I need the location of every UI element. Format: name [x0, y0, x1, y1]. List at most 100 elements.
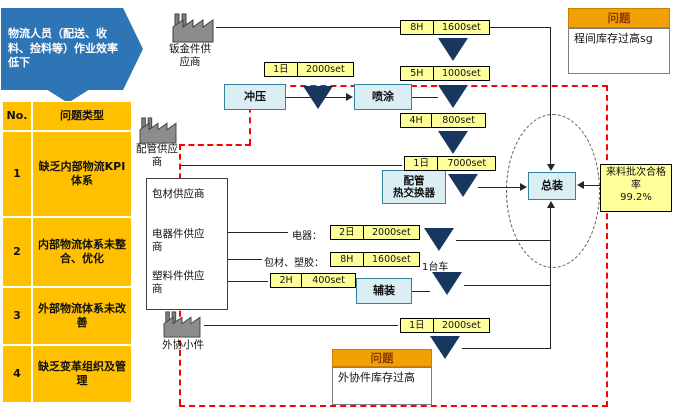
connector-piping-supplier — [180, 165, 402, 166]
inventory-triangle — [303, 86, 333, 109]
connector-painting-inventory — [412, 97, 438, 98]
kanban-box: 2日 2000set — [330, 225, 420, 240]
inventory-triangle — [438, 131, 468, 154]
problem-table: No. 问题类型 1 缺乏内部物流KPI体系 2 内部物流体系未整合、优化 3 … — [2, 101, 132, 403]
table-header-type: 问题类型 — [32, 101, 132, 131]
supplier-outsourced: 外协小件 — [162, 339, 204, 351]
red-boundary-step-h — [179, 144, 251, 146]
final-assembly-ellipse — [506, 114, 600, 268]
connector-bottom-right — [462, 348, 551, 349]
kanban-time: 2H — [271, 274, 303, 287]
row-no: 3 — [2, 287, 32, 345]
quality-note: 来料批次合格率 99.2% — [600, 164, 672, 212]
arrowhead-into-painting — [346, 93, 353, 101]
connector-down-to-assembly — [550, 27, 551, 167]
kanban-box: 1日 2000set — [400, 318, 490, 333]
kanban-qty: 1600set — [371, 254, 411, 265]
connector-to-assembly-left — [478, 187, 524, 188]
quality-title: 来料批次合格率 — [606, 167, 666, 191]
arrowhead-into-assembly-left — [520, 183, 527, 191]
kanban-qty: 400set — [312, 275, 345, 286]
row-no: 2 — [2, 217, 32, 287]
kanban-qty: 800set — [442, 115, 475, 126]
kanban-qty: 2000set — [371, 227, 411, 238]
process-final-assembly: 总装 — [528, 172, 576, 200]
kanban-box: 8H 1600set — [400, 20, 490, 35]
process-heat-exchanger: 配管 热交换器 — [382, 170, 446, 204]
connector-outsourced — [204, 325, 398, 326]
supplier-plastic: 塑料件供应商 — [152, 270, 205, 295]
kanban-box: 2H 400set — [270, 273, 356, 288]
problem-bottom-body: 外协件库存过高 — [332, 367, 432, 405]
connector-up-to-assembly — [550, 202, 551, 348]
inventory-triangle — [424, 228, 454, 251]
supplier-group-box — [146, 178, 228, 310]
table-row: 4 缺乏变革组织及管理 — [2, 345, 132, 403]
red-boundary-bottom — [179, 405, 608, 407]
arrowhead-quality — [577, 181, 584, 189]
inventory-triangle — [432, 272, 462, 295]
kanban-time: 4H — [401, 114, 433, 127]
label-electrical: 电器： — [292, 231, 322, 242]
table-header-row: No. 问题类型 — [2, 101, 132, 131]
table-row: 1 缺乏内部物流KPI体系 — [2, 131, 132, 217]
connector-electrical — [228, 232, 288, 233]
table-row: 3 外部物流体系未改善 — [2, 287, 132, 345]
supplier-piping: 配管供应商 — [136, 143, 178, 168]
problem-top-header: 问题 — [568, 8, 670, 28]
kanban-box: 8H 1600set — [330, 252, 420, 267]
red-boundary-top — [250, 85, 608, 87]
connector-aux-to-cart — [412, 291, 430, 292]
kanban-time: 8H — [401, 21, 434, 34]
row-no: 1 — [2, 131, 32, 217]
kanban-box: 5H 1000set — [400, 66, 490, 81]
kanban-box: 1日 7000set — [404, 156, 496, 171]
heat-exchanger-line1: 配管 — [403, 174, 425, 187]
connector-quality-to-assembly — [584, 185, 601, 186]
callout-arrow-down — [46, 89, 90, 103]
kanban-qty: 2000set — [441, 320, 481, 331]
supplier-packaging: 包材供应商 — [152, 188, 205, 200]
connector-packaging — [228, 259, 262, 260]
table-header-no: No. — [2, 101, 32, 131]
supplier-sheet-metal: 钣金件供应商 — [169, 43, 211, 68]
heat-exchanger-line2: 热交换器 — [393, 187, 435, 199]
callout-banner: 物流人员（配送、收料、捡料等）作业效率低下 — [1, 8, 143, 90]
factory-icon — [138, 117, 178, 148]
callout-text: 物流人员（配送、收料、捡料等）作业效率低下 — [8, 26, 118, 70]
row-no: 4 — [2, 345, 32, 403]
red-boundary-right — [606, 85, 608, 407]
connector-plastic — [228, 281, 268, 282]
inventory-triangle — [438, 38, 468, 61]
label-packaging-plastic: 包材、塑胶： — [264, 258, 324, 269]
problem-top-body: 程间库存过高sg — [568, 28, 670, 74]
arrowhead-into-assembly-bottom — [547, 201, 555, 208]
factory-icon — [172, 13, 214, 47]
supplier-electrical: 电器件供应商 — [152, 228, 205, 253]
process-painting: 喷涂 — [354, 84, 412, 110]
row-type: 外部物流体系未改善 — [32, 287, 132, 345]
connector-top-right — [490, 27, 551, 28]
inventory-triangle — [448, 174, 478, 197]
connector-sheetmetal-to-kanban — [216, 27, 400, 28]
kanban-box: 4H 800set — [400, 113, 486, 128]
kanban-time: 1日 — [401, 319, 434, 332]
row-type: 内部物流体系未整合、优化 — [32, 217, 132, 287]
red-boundary-step-v — [249, 85, 251, 145]
kanban-time: 8H — [331, 253, 364, 266]
process-stamping: 冲压 — [224, 84, 286, 110]
kanban-qty: 2000set — [305, 64, 345, 75]
factory-icon — [162, 311, 202, 342]
problem-bottom-header: 问题 — [332, 349, 432, 367]
table-row: 2 内部物流体系未整合、优化 — [2, 217, 132, 287]
kanban-qty: 1600set — [441, 22, 481, 33]
label-one-cart: 1台车 — [422, 262, 449, 273]
connector-mid-right — [456, 240, 550, 241]
inventory-triangle — [438, 85, 468, 108]
kanban-time: 2日 — [331, 226, 364, 239]
process-aux-assembly: 辅装 — [356, 278, 412, 304]
row-type: 缺乏变革组织及管理 — [32, 345, 132, 403]
kanban-qty: 1000set — [441, 68, 481, 79]
row-type: 缺乏内部物流KPI体系 — [32, 131, 132, 217]
